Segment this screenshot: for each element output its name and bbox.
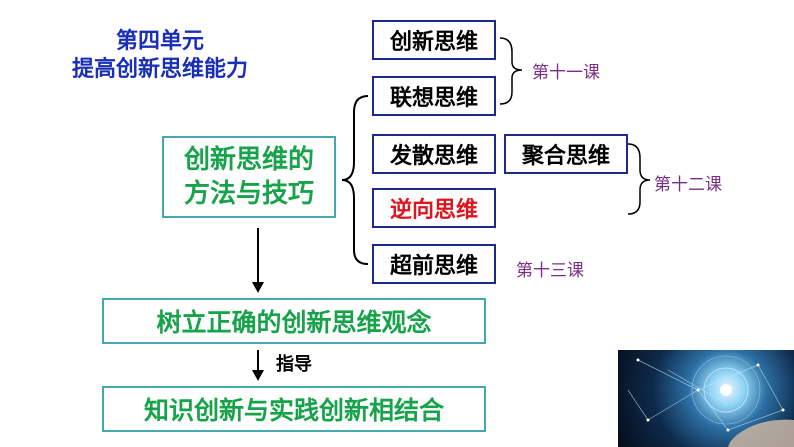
unit-title: 第四单元 提高创新思维能力 bbox=[60, 28, 260, 84]
network-globe-illustration bbox=[627, 355, 794, 447]
arrow-head-2 bbox=[252, 370, 264, 381]
decorative-globe-hand-image bbox=[618, 350, 794, 447]
unit-title-line2: 提高创新思维能力 bbox=[71, 57, 248, 82]
thinking-convergent: 聚合思维 bbox=[504, 134, 628, 174]
lesson-12-label: 第十二课 bbox=[654, 175, 722, 195]
brace-lesson11 bbox=[499, 37, 523, 105]
methods-line1: 创新思维的 bbox=[183, 145, 314, 175]
arrow-head-1 bbox=[252, 282, 264, 293]
guide-label: 指导 bbox=[276, 354, 312, 375]
unit-title-line1: 第四单元 bbox=[115, 29, 204, 54]
main-brace bbox=[341, 95, 369, 265]
thinking-reverse: 逆向思维 bbox=[372, 188, 496, 228]
thinking-innovative: 创新思维 bbox=[372, 20, 496, 60]
thinking-divergent: 发散思维 bbox=[372, 134, 496, 174]
concept-box: 树立正确的创新思维观念 bbox=[102, 298, 486, 344]
thinking-associative: 联想思维 bbox=[372, 76, 496, 116]
lesson-13-label: 第十三课 bbox=[516, 261, 584, 281]
combine-box: 知识创新与实践创新相结合 bbox=[102, 386, 486, 432]
lesson-11-label: 第十一课 bbox=[532, 63, 600, 83]
thinking-forward: 超前思维 bbox=[372, 244, 496, 284]
methods-box: 创新思维的 方法与技巧 bbox=[162, 136, 336, 218]
methods-line2: 方法与技巧 bbox=[183, 179, 314, 209]
brace-lesson12 bbox=[627, 143, 651, 215]
